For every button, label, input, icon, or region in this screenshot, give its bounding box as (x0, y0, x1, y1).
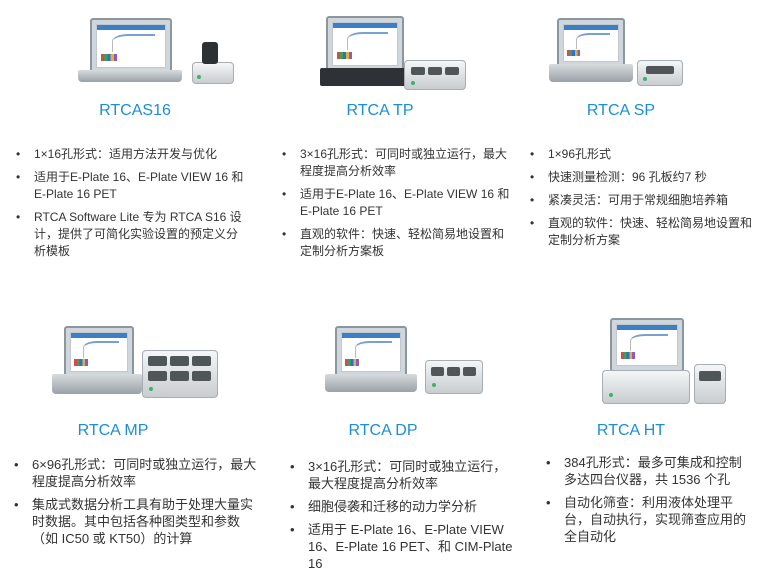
feature-list: 3×16孔形式：可同时或独立运行，最大程度提高分析效率 适用于E-Plate 1… (282, 146, 512, 266)
product-title: RTCA SP (586, 102, 656, 119)
feature-item: 直观的软件：快速、轻松简易地设置和定制分析方案 (530, 215, 752, 249)
rtca-tp-illustration (318, 16, 468, 91)
rtca-sp-illustration (545, 18, 685, 90)
feature-item: 集成式数据分析工具有助于处理大量实时数据。其中包括各种图类型和参数（如 IC50… (14, 496, 259, 547)
feature-item: 细胞侵袭和迁移的动力学分析 (290, 498, 515, 515)
rtca-mp-illustration (50, 322, 220, 400)
rtca-ht-illustration (598, 318, 728, 408)
feature-list: 3×16孔形式：可同时或独立运行，最大程度提高分析效率 细胞侵袭和迁移的动力学分… (290, 458, 515, 578)
feature-item: 适用于E-Plate 16、E-Plate VIEW 16 和 E-Plate … (16, 169, 246, 203)
rtca-dp-illustration (325, 326, 485, 398)
product-title: RTCA MP (77, 422, 149, 439)
feature-item: 3×16孔形式：可同时或独立运行，最大程度提高分析效率 (290, 458, 515, 492)
feature-item: 紧凑灵活：可用于常规细胞培养箱 (530, 192, 752, 209)
rtca-s16-illustration (70, 18, 240, 88)
feature-list: 384孔形式：最多可集成和控制多达四台仪器，共 1536 个孔 自动化筛查：利用… (546, 454, 752, 551)
feature-item: 自动化筛查：利用液体处理平台，自动执行，实现筛查应用的全自动化 (546, 494, 752, 545)
feature-item: 适用于E-Plate 16、E-Plate VIEW 16 和 E-Plate … (282, 186, 512, 220)
feature-item: 384孔形式：最多可集成和控制多达四台仪器，共 1536 个孔 (546, 454, 752, 488)
feature-item: 3×16孔形式：可同时或独立运行，最大程度提高分析效率 (282, 146, 512, 180)
feature-item: 直观的软件：快速、轻松简易地设置和定制分析方案板 (282, 226, 512, 260)
feature-item: 6×96孔形式：可同时或独立运行，最大程度提高分析效率 (14, 456, 259, 490)
feature-list: 1×16孔形式：适用方法开发与优化 适用于E-Plate 16、E-Plate … (16, 146, 246, 266)
feature-item: 适用于 E-Plate 16、E-Plate VIEW 16、E-Plate 1… (290, 521, 515, 572)
product-title: RTCA DP (348, 422, 418, 439)
feature-item: 1×96孔形式 (530, 146, 752, 163)
product-title: RTCA HT (596, 422, 666, 439)
product-title: RTCA TP (346, 102, 414, 119)
feature-item: 1×16孔形式：适用方法开发与优化 (16, 146, 246, 163)
feature-list: 1×96孔形式 快速测量检测：96 孔板约7 秒 紧凑灵活：可用于常规细胞培养箱… (530, 146, 752, 255)
product-title: RTCAS16 (99, 102, 171, 119)
feature-list: 6×96孔形式：可同时或独立运行，最大程度提高分析效率 集成式数据分析工具有助于… (14, 456, 259, 553)
feature-item: 快速测量检测：96 孔板约7 秒 (530, 169, 752, 186)
feature-item: RTCA Software Lite 专为 RTCA S16 设计，提供了可简化… (16, 209, 246, 260)
